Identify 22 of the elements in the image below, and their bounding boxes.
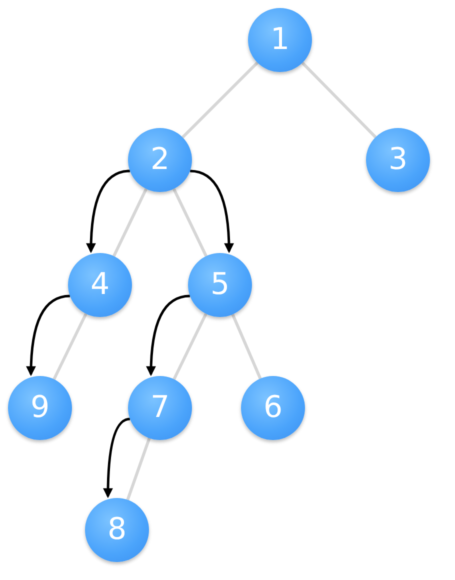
curved-arrow	[86, 170, 130, 254]
tree-node: 3	[366, 128, 430, 192]
tree-edge	[301, 62, 377, 138]
tree-edge	[172, 188, 208, 257]
curved-arrow	[190, 170, 234, 254]
tree-edge	[52, 313, 88, 380]
tree-edge	[182, 62, 258, 138]
curved-arrow	[103, 418, 130, 498]
tree-edge	[126, 438, 151, 500]
curved-arrow	[26, 294, 70, 376]
tree-node: 6	[241, 376, 305, 440]
tree-node: 4	[68, 253, 132, 317]
tree-node: 1	[248, 8, 312, 72]
tree-edge	[231, 314, 262, 380]
curved-arrow	[146, 294, 190, 376]
tree-node: 5	[188, 253, 252, 317]
tree-node: 9	[8, 376, 72, 440]
tree-edge	[112, 188, 148, 257]
tree-node: 7	[128, 376, 192, 440]
tree-node: 8	[85, 498, 149, 562]
tree-node: 2	[128, 128, 192, 192]
tree-edge	[172, 313, 208, 380]
